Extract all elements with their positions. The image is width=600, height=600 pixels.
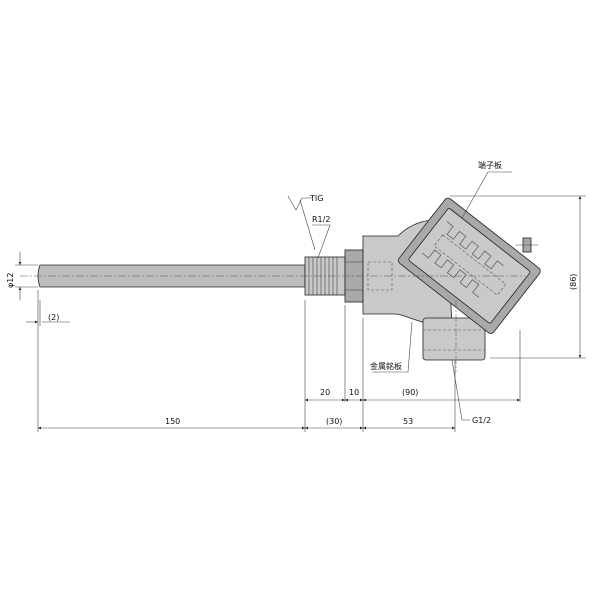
dim-150: 150	[165, 417, 180, 426]
thread-r-label: R1/2	[312, 215, 330, 224]
dim-53: 53	[403, 417, 413, 426]
metal-plate-label: 金属銘板	[370, 361, 402, 371]
dimension-lines	[15, 171, 586, 432]
terminal-block-label: 端子板	[478, 160, 502, 170]
dim-30: (30)	[326, 417, 342, 426]
dim-90: (90)	[402, 388, 418, 397]
weld-label: TIG	[309, 194, 323, 203]
dim-20: 20	[320, 388, 330, 397]
diameter-label: φ12	[6, 273, 15, 288]
tip-label: (2)	[48, 313, 59, 322]
conduit-port	[422, 317, 486, 361]
cover-screw	[516, 237, 538, 253]
dim-10: 10	[349, 388, 359, 397]
labels: 端子板 TIG R1/2 φ12 (2) 金属銘板 G1/2 (86) 20 1…	[6, 160, 578, 426]
thread-g-label: G1/2	[472, 416, 491, 425]
probe-assembly	[20, 197, 541, 372]
terminal-head	[398, 197, 541, 334]
height-label: (86)	[569, 274, 578, 290]
